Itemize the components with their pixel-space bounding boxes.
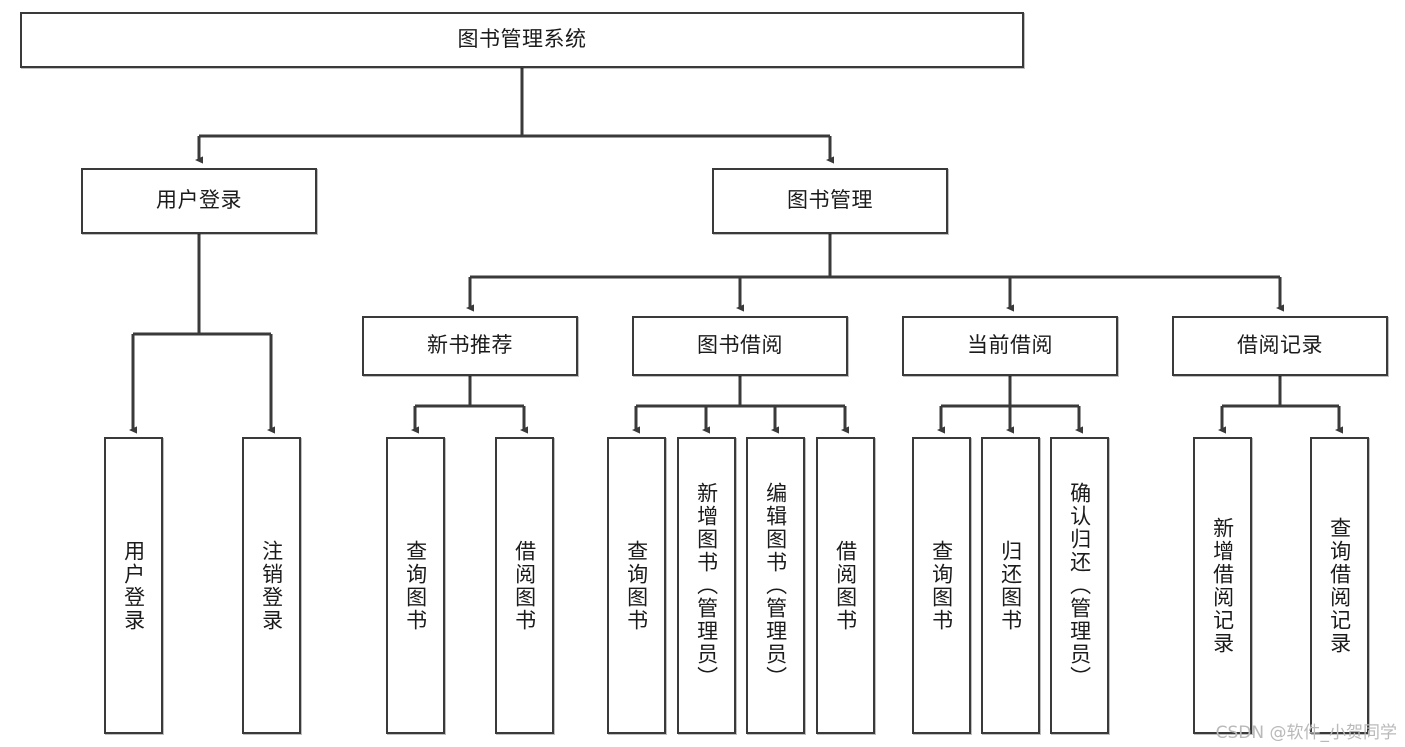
node-leaf-query-book-1[interactable]: 查询图书 [386, 437, 445, 734]
node-leaf-query-record[interactable]: 查询借阅记录 [1310, 437, 1369, 734]
node-leaf-query-record-label: 查询借阅记录 [1327, 516, 1352, 655]
node-current-borrow[interactable]: 当前借阅 [902, 316, 1118, 376]
node-leaf-add-book[interactable]: 新增图书（管理员） [677, 437, 736, 734]
node-leaf-logout-login[interactable]: 注销登录 [242, 437, 301, 734]
node-book-borrow-label: 图书借阅 [697, 333, 783, 358]
node-user-login[interactable]: 用户登录 [81, 168, 317, 234]
node-new-book-recommend-label: 新书推荐 [427, 333, 513, 358]
node-current-borrow-label: 当前借阅 [967, 333, 1053, 358]
node-leaf-confirm-return-label: 确认归还（管理员） [1067, 482, 1092, 689]
node-leaf-query-book-2-label: 查询图书 [624, 539, 649, 632]
node-leaf-user-login[interactable]: 用户登录 [104, 437, 163, 734]
node-leaf-query-book-1-label: 查询图书 [403, 539, 428, 632]
node-book-management[interactable]: 图书管理 [712, 168, 948, 234]
node-leaf-return-book[interactable]: 归还图书 [981, 437, 1040, 734]
node-leaf-borrow-book-2-label: 借阅图书 [833, 539, 858, 632]
node-leaf-add-record-label: 新增借阅记录 [1210, 516, 1235, 655]
node-leaf-add-record[interactable]: 新增借阅记录 [1193, 437, 1252, 734]
node-leaf-edit-book-label: 编辑图书（管理员） [763, 482, 788, 689]
node-book-management-label: 图书管理 [787, 188, 873, 213]
node-leaf-add-book-label: 新增图书（管理员） [694, 482, 719, 689]
node-borrow-record[interactable]: 借阅记录 [1172, 316, 1388, 376]
node-borrow-record-label: 借阅记录 [1237, 333, 1323, 358]
node-leaf-confirm-return[interactable]: 确认归还（管理员） [1050, 437, 1109, 734]
node-root-label: 图书管理系统 [457, 27, 587, 52]
node-leaf-user-login-label: 用户登录 [121, 539, 146, 632]
node-new-book-recommend[interactable]: 新书推荐 [362, 316, 578, 376]
node-leaf-query-book-3-label: 查询图书 [929, 539, 954, 632]
node-leaf-borrow-book-2[interactable]: 借阅图书 [816, 437, 875, 734]
node-root[interactable]: 图书管理系统 [20, 12, 1024, 68]
node-leaf-logout-login-label: 注销登录 [259, 539, 284, 632]
node-leaf-borrow-book-1-label: 借阅图书 [512, 539, 537, 632]
node-leaf-return-book-label: 归还图书 [998, 539, 1023, 632]
node-leaf-borrow-book-1[interactable]: 借阅图书 [495, 437, 554, 734]
node-book-borrow[interactable]: 图书借阅 [632, 316, 848, 376]
node-leaf-edit-book[interactable]: 编辑图书（管理员） [746, 437, 805, 734]
node-leaf-query-book-3[interactable]: 查询图书 [912, 437, 971, 734]
node-leaf-query-book-2[interactable]: 查询图书 [607, 437, 666, 734]
node-user-login-label: 用户登录 [156, 188, 242, 213]
